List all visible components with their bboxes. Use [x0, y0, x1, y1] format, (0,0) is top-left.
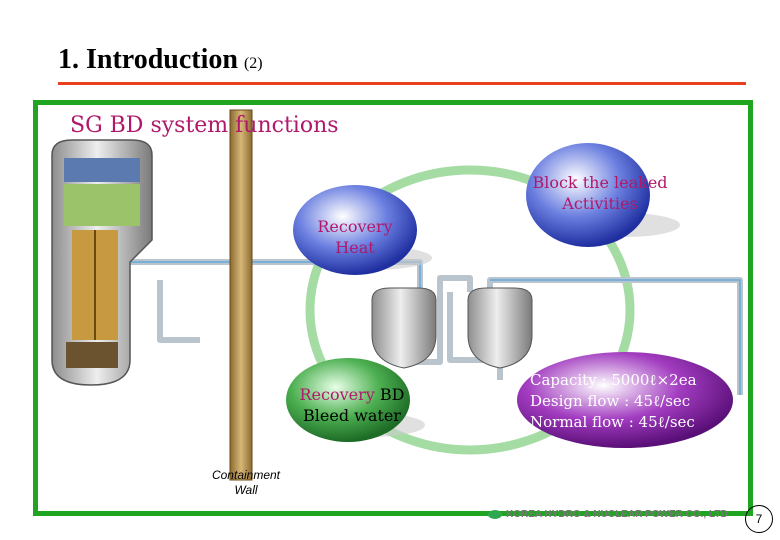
title-rule [58, 82, 746, 85]
bleed-label-part1: Recovery [299, 385, 375, 404]
company-name: KOREA HYDRO & NUCLEAR POWER CO., LTD [506, 509, 728, 520]
slide-title: 1. Introduction (2) [58, 44, 263, 76]
spec-list: Capacity : 5000ℓ×2ea Design flow : 45ℓ/s… [530, 370, 740, 433]
spec-normal-flow: Normal flow : 45ℓ/sec [530, 413, 695, 431]
page-number: 7 [745, 505, 773, 533]
bleed-label-part2: BD [379, 385, 405, 404]
block-activities-label: Block the leaked Activities [532, 173, 668, 213]
spec-capacity: Capacity : 5000ℓ×2ea [530, 371, 697, 389]
specifications-bubble [517, 352, 733, 448]
block-activities-bubble [526, 143, 650, 247]
company-logo: KOREA HYDRO & NUCLEAR POWER CO., LTD [488, 509, 728, 520]
recovery-heat-label: Recovery Heat [317, 217, 393, 257]
title-text: 1. Introduction [58, 44, 238, 75]
leaf-icon [488, 509, 502, 519]
recovery-bleed-bubble [286, 358, 410, 442]
containment-label-line2: Wall [234, 483, 258, 497]
function-cycle-ring [305, 165, 635, 455]
recovery-bleed-label: Recovery BD Bleed water [282, 384, 422, 426]
spec-design-flow: Design flow : 45ℓ/sec [530, 392, 691, 410]
section-subtitle: SG BD system functions [70, 113, 339, 138]
bleed-label-part3: Bleed water [303, 406, 401, 425]
blowdown-tanks [371, 287, 533, 369]
recovery-heat-bubble [293, 185, 417, 275]
containment-label-line1: Containment [211, 468, 281, 482]
containment-wall [229, 109, 253, 481]
diagram-frame [33, 100, 753, 516]
steam-generator [51, 139, 153, 386]
title-sub: (2) [243, 55, 263, 72]
